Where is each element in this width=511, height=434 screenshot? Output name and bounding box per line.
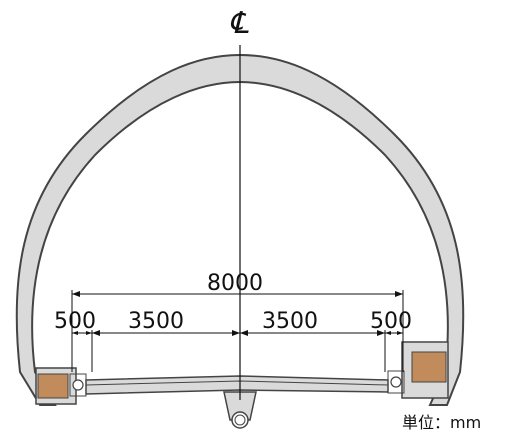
central-drain-pipe-inner: [234, 414, 246, 426]
centerline-label: ℄: [229, 6, 249, 41]
arrow-total-left: [72, 291, 80, 297]
arrow-left-shoulder-r: [86, 331, 92, 335]
dim-right-shoulder-label: 500: [370, 309, 412, 334]
right-curb-brown: [411, 351, 447, 383]
tunnel-lining: [15, 53, 465, 406]
right-drain-icon: [390, 376, 402, 388]
arrow-left-lane-r: [232, 330, 240, 336]
dim-right-lane-label: 3500: [262, 309, 318, 334]
dim-total-label: 8000: [207, 271, 263, 296]
arrow-total-right: [395, 291, 403, 297]
left-drain-icon: [72, 379, 84, 391]
arrow-right-lane-l: [240, 330, 248, 336]
arrow-right-shoulder-r: [397, 331, 403, 335]
arrow-left-shoulder-l: [72, 331, 78, 335]
central-drain-pipe-icon: [231, 411, 249, 429]
arrow-left-lane-l: [92, 330, 100, 336]
unit-note: 単位：mm: [402, 413, 481, 432]
central-drain-body: [223, 391, 257, 421]
arrow-right-shoulder-l: [385, 331, 391, 335]
left-curb-brown: [37, 373, 69, 399]
dim-left-lane-label: 3500: [128, 309, 184, 334]
dim-left-shoulder-label: 500: [54, 309, 96, 334]
arrow-right-lane-r: [377, 330, 385, 336]
